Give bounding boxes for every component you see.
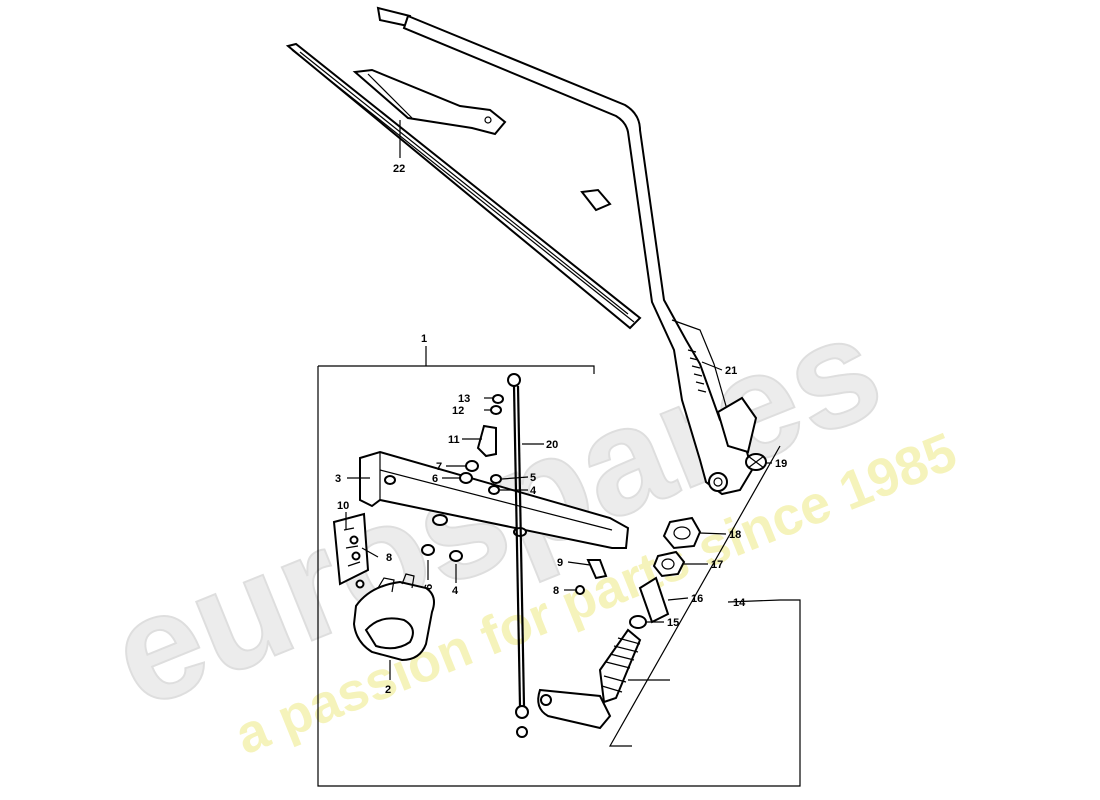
callout-5: 5 — [530, 472, 536, 484]
callout-10: 10 — [337, 500, 349, 512]
group-brackets — [317, 365, 801, 787]
callout-3: 3 — [335, 473, 341, 485]
callout-11: 11 — [448, 434, 460, 446]
mounting-bracket — [359, 450, 630, 549]
callout-2: 2 — [385, 684, 391, 696]
callout-4a: 4 — [530, 485, 537, 497]
callout-1: 1 — [421, 333, 427, 345]
wiper-nut — [745, 453, 767, 471]
callout-21: 21 — [725, 365, 737, 377]
callout-13: 13 — [458, 393, 470, 405]
callout-14: 14 — [733, 597, 746, 609]
callout-6b: 6 — [423, 584, 435, 590]
callout-9: 9 — [557, 557, 563, 569]
callout-6a: 6 — [432, 473, 438, 485]
callout-22: 22 — [393, 163, 405, 175]
hardware — [349, 394, 608, 595]
callout-8a: 8 — [386, 552, 392, 564]
wiper-arm — [376, 6, 758, 496]
callout-19: 19 — [775, 458, 787, 470]
wiper-spindle — [537, 516, 702, 730]
callout-7: 7 — [436, 461, 442, 473]
callout-4b: 4 — [452, 585, 459, 597]
callout-8b: 8 — [553, 585, 559, 597]
callout-17: 17 — [711, 559, 723, 571]
mounting-plate — [332, 512, 370, 586]
connecting-rod — [507, 373, 529, 738]
wiper-motor — [352, 573, 435, 662]
callout-15: 15 — [667, 617, 679, 629]
callout-18: 18 — [729, 529, 741, 541]
callout-labels: 1 22 3 10 13 12 11 7 6 5 4 20 8 6 4 9 8 … — [335, 163, 787, 696]
wiper-blade — [285, 42, 642, 330]
leader-lines — [345, 120, 781, 681]
callout-16: 16 — [691, 593, 703, 605]
callout-20: 20 — [546, 439, 558, 451]
callout-12: 12 — [452, 405, 464, 417]
